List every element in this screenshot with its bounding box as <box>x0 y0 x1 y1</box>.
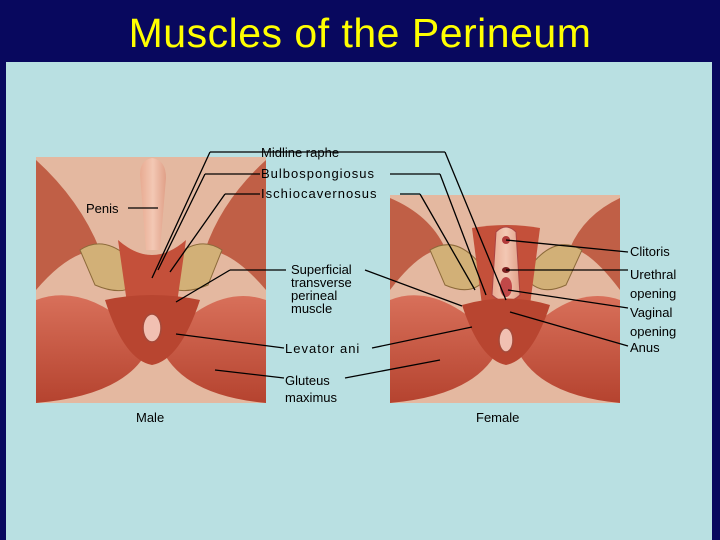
label-urethral-opening: Urethral opening <box>630 267 677 301</box>
label-anus: Anus <box>630 340 660 355</box>
male-anus <box>142 313 162 343</box>
label-vaginal-opening: Vaginal opening <box>630 305 677 339</box>
label-midline-raphe: Midline raphe <box>261 145 340 160</box>
male-penis <box>140 158 166 250</box>
slide-title: Muscles of the Perineum <box>128 10 592 56</box>
label-bulbospongiosus: Bulbospongiosus <box>261 166 376 181</box>
label-ischiocavernosus: Ischiocavernosus <box>261 186 378 201</box>
female-anatomy-image <box>390 195 620 403</box>
male-anatomy-image <box>36 157 266 403</box>
label-male: Male <box>136 410 165 425</box>
label-female: Female <box>476 410 520 425</box>
female-vaginal-opening <box>500 277 512 297</box>
leader-lines <box>128 151 629 379</box>
female-anus <box>498 327 514 353</box>
label-superficial-transverse-perineal-muscle: Superficial transverse perineal muscle <box>291 262 352 316</box>
label-clitoris: Clitoris <box>630 244 670 259</box>
label-gluteus-maximus: Gluteus maximus <box>285 373 338 405</box>
label-penis: Penis <box>86 201 119 216</box>
label-levator-ani: Levator ani <box>285 341 361 356</box>
